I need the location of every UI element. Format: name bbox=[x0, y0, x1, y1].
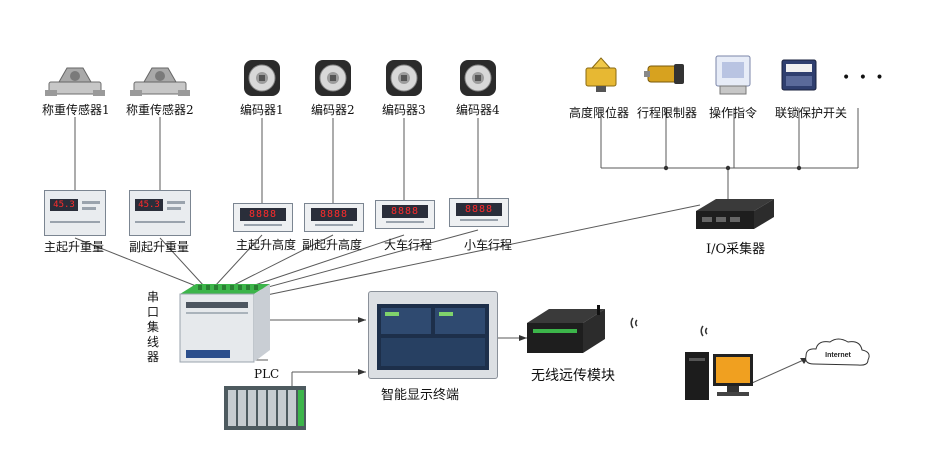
encoder-display-4: 8888 bbox=[449, 198, 509, 227]
encoder-display-2-readout: 8888 bbox=[311, 208, 357, 221]
encoder-display-2: 8888 bbox=[304, 203, 364, 232]
encoder-display-3-label: 大车行程 bbox=[384, 238, 433, 252]
weight-display-2: 45.3 bbox=[129, 190, 191, 236]
wireless-module-icon bbox=[527, 305, 605, 353]
smart-terminal-label: 智能显示终端 bbox=[381, 388, 460, 403]
encoder-1-icon bbox=[244, 60, 280, 96]
load-sensor-2-label: 称重传感器2 bbox=[126, 103, 194, 117]
encoder-3-icon bbox=[386, 60, 422, 96]
io-collector-icon bbox=[696, 199, 774, 229]
operation-command-icon bbox=[715, 55, 751, 95]
smart-terminal bbox=[368, 291, 498, 379]
encoder-1-label: 编码器1 bbox=[240, 103, 284, 117]
weight-display-1-label: 主起升重量 bbox=[44, 240, 105, 254]
load-sensor-1-icon bbox=[45, 67, 105, 96]
encoder-4-icon bbox=[460, 60, 496, 96]
encoder-display-4-readout: 8888 bbox=[456, 203, 502, 216]
encoder-2-label: 编码器2 bbox=[311, 103, 355, 117]
encoder-display-1-label: 主起升高度 bbox=[236, 238, 297, 252]
encoder-display-3-readout: 8888 bbox=[382, 205, 428, 218]
serial-hub-label: 串口集线器 bbox=[146, 290, 159, 364]
encoder-display-3: 8888 bbox=[375, 200, 435, 229]
plc-icon bbox=[224, 386, 306, 430]
encoder-4-label: 编码器4 bbox=[456, 103, 500, 117]
internet-cloud-icon: Internet bbox=[805, 338, 870, 366]
interlock-switch-label: 联锁保护开关 bbox=[775, 106, 848, 120]
encoder-display-4-label: 小车行程 bbox=[464, 238, 513, 252]
height-limiter-icon bbox=[585, 57, 617, 92]
encoder-3-label: 编码器3 bbox=[382, 103, 426, 117]
interlock-switch-icon bbox=[781, 59, 817, 91]
wireless-module-label: 无线远传模块 bbox=[531, 368, 615, 384]
height-limiter-label: 高度限位器 bbox=[569, 106, 630, 120]
serial-hub-icon bbox=[179, 284, 270, 363]
plc-label: PLC bbox=[254, 367, 280, 381]
io-collector-label: I/O采集器 bbox=[706, 242, 766, 257]
smart-terminal-screen bbox=[377, 304, 489, 370]
io-more-indicator: • • • bbox=[842, 70, 886, 86]
computer-icon bbox=[685, 352, 753, 400]
weight-display-2-readout: 45.3 bbox=[135, 199, 163, 211]
wireless-signal-icon bbox=[630, 317, 638, 329]
weight-display-1-readout: 45.3 bbox=[50, 199, 78, 211]
encoder-display-2-label: 副起升高度 bbox=[302, 238, 363, 252]
encoder-display-1-readout: 8888 bbox=[240, 208, 286, 221]
wireless-signal-2-icon bbox=[700, 325, 708, 337]
load-sensor-1-label: 称重传感器1 bbox=[42, 103, 110, 117]
weight-display-2-label: 副起升重量 bbox=[129, 240, 190, 254]
encoder-display-1: 8888 bbox=[233, 203, 293, 232]
weight-display-1: 45.3 bbox=[44, 190, 106, 236]
travel-limiter-icon bbox=[644, 64, 684, 84]
load-sensor-2-icon bbox=[130, 67, 190, 96]
encoder-2-icon bbox=[315, 60, 351, 96]
operation-command-label: 操作指令 bbox=[709, 106, 758, 120]
travel-limiter-label: 行程限制器 bbox=[637, 106, 698, 120]
internet-label: Internet bbox=[825, 352, 851, 359]
